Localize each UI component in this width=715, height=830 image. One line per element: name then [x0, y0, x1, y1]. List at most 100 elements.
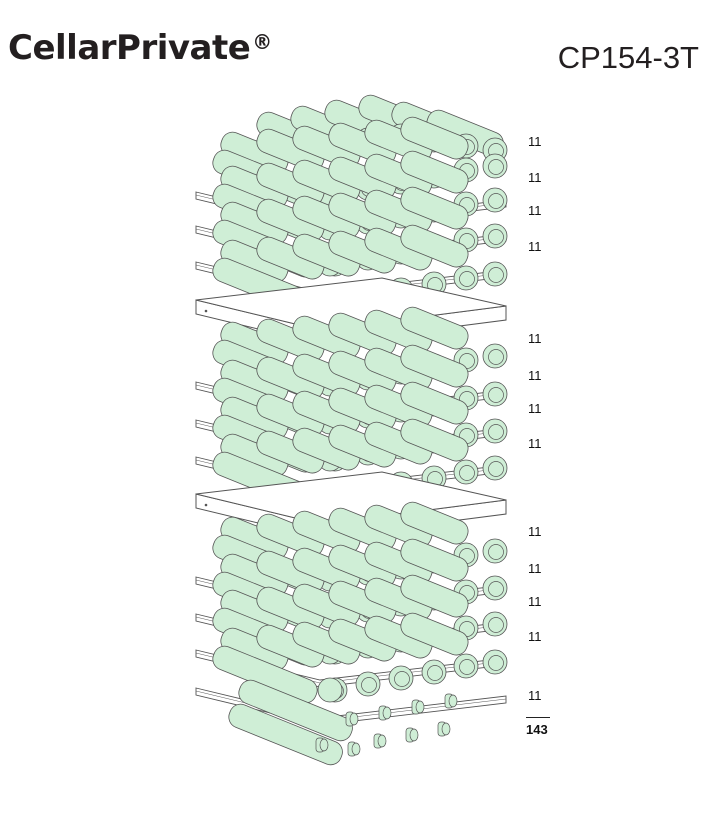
bottle-shape	[400, 538, 469, 582]
total-count: 143	[526, 722, 548, 737]
bottle-punt	[459, 621, 475, 637]
bottle-mouth	[377, 734, 387, 748]
bottle-shape	[400, 344, 469, 388]
bottle-punt	[488, 349, 504, 365]
model-number: CP154-3T	[557, 40, 699, 75]
bottle-punt	[488, 193, 504, 209]
bottle-base	[482, 153, 508, 179]
bottle-shape	[400, 224, 469, 268]
shelf-count-label: 11	[528, 331, 542, 346]
bottle-body	[238, 679, 353, 742]
bottle-base	[388, 665, 414, 691]
shelf-count-label: 11	[528, 594, 542, 609]
bottle-base	[482, 538, 508, 564]
bottle-punt	[459, 659, 475, 675]
bottle-base	[482, 261, 508, 287]
bottle-mouth	[382, 706, 392, 720]
bottle-mouth	[349, 712, 359, 726]
bottle-punt	[488, 655, 504, 671]
bottle-body	[400, 381, 469, 425]
bottle-shape	[400, 381, 469, 425]
bottle-body	[400, 574, 469, 618]
divider-top	[195, 471, 507, 525]
bottle-punt	[459, 271, 475, 287]
brand-name: CellarPrivate	[8, 28, 251, 68]
shelf-count-label: 11	[528, 561, 542, 576]
bottle-shape	[400, 418, 469, 462]
bottle-mouth	[448, 694, 458, 708]
bottle-base	[482, 418, 508, 444]
bottle-body	[400, 306, 469, 350]
bottle-base	[482, 575, 508, 601]
bottle-shape	[400, 150, 469, 194]
registered-mark: ®	[252, 30, 272, 54]
bottle-shape	[400, 574, 469, 618]
shelf-count-label: 11	[528, 170, 542, 185]
shelf-count-label: 11	[528, 134, 542, 149]
bottle-shape	[238, 679, 353, 742]
shelf-count-label: 11	[528, 688, 542, 703]
shelf-count-label: 11	[528, 629, 542, 644]
total-divider	[526, 717, 550, 718]
bottle-mouth	[351, 742, 361, 756]
bottle-base	[482, 649, 508, 675]
bottle-base	[453, 459, 479, 485]
bottle-punt	[394, 671, 410, 687]
bottle-shape	[400, 116, 469, 160]
bottle-punt	[488, 267, 504, 283]
bottle-punt	[488, 581, 504, 597]
screw	[204, 309, 208, 313]
bottle-base	[421, 659, 447, 685]
bottle-base	[482, 381, 508, 407]
screw	[204, 503, 208, 507]
bottle-body	[400, 344, 469, 388]
shelf-count-label: 11	[528, 239, 542, 254]
bottle-punt	[488, 617, 504, 633]
bottle-body	[228, 703, 343, 766]
bottle-body	[400, 612, 469, 656]
bottle-body	[400, 116, 469, 160]
bottle-mouth	[409, 728, 419, 742]
bottle-shape	[400, 612, 469, 656]
bottle-body	[400, 418, 469, 462]
shelf-count-label: 11	[528, 203, 542, 218]
bottle-base	[453, 653, 479, 679]
brand-logo: CellarPrivate®	[8, 28, 272, 68]
bottle-base	[317, 677, 343, 703]
bottle-punt	[459, 233, 475, 249]
bottle-base	[482, 455, 508, 481]
bottle-base	[482, 223, 508, 249]
bottle-body	[400, 538, 469, 582]
bottle-body	[400, 150, 469, 194]
bottle-punt	[488, 229, 504, 245]
bottle-punt	[488, 461, 504, 477]
bottle-base	[355, 671, 381, 697]
bottle-mouth	[441, 722, 451, 736]
bottle-mouth	[415, 700, 425, 714]
bottle-punt	[361, 677, 377, 693]
bottle-mouth	[319, 738, 329, 752]
shelf-count-label: 11	[528, 401, 542, 416]
bottle-shape	[400, 186, 469, 230]
bottle-base	[453, 265, 479, 291]
bottle-body	[400, 224, 469, 268]
bottle-punt	[427, 665, 443, 681]
shelf-count-label: 11	[528, 524, 542, 539]
bottle-base	[482, 611, 508, 637]
bottle-shape	[228, 703, 343, 766]
divider-top	[195, 277, 507, 331]
bottle-shape	[400, 501, 469, 545]
bottle-base	[482, 343, 508, 369]
bottle-punt	[488, 424, 504, 440]
bottle-body	[400, 501, 469, 545]
bottle-punt	[488, 387, 504, 403]
bottle-punt	[459, 465, 475, 481]
bottle-punt	[488, 544, 504, 560]
shelf-layer	[195, 612, 508, 726]
bottle-base	[482, 187, 508, 213]
bottle-body	[400, 186, 469, 230]
shelf-count-label: 11	[528, 368, 542, 383]
bottle-punt	[488, 159, 504, 175]
floor-bottles	[228, 679, 458, 766]
